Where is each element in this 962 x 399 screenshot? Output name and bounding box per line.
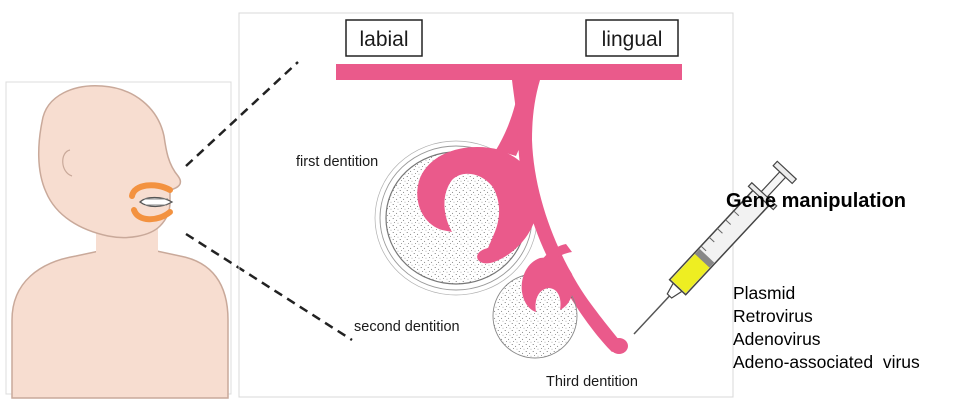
vector-retrovirus: Retrovirus [733, 306, 813, 326]
child-figure [6, 82, 231, 398]
first-dentition-label: first dentition [296, 154, 378, 170]
vector-plasmid: Plasmid [733, 283, 795, 303]
labial-box: labial [346, 20, 422, 56]
vector-aav: Adeno-associated virus [733, 352, 920, 372]
third-dentition-label: Third dentition [546, 374, 638, 390]
lingual-label: lingual [602, 28, 663, 51]
vector-adenovirus: Adenovirus [733, 329, 821, 349]
lingual-box: lingual [586, 20, 678, 56]
syringe-needle [634, 296, 669, 334]
second-dentition-label: second dentition [354, 319, 460, 335]
labial-label: labial [359, 28, 408, 51]
gene-manipulation-title: Gene manipulation [726, 190, 906, 212]
third-dentition-bud [610, 338, 628, 354]
oral-epithelium [336, 64, 682, 80]
first-dentition-germ [375, 80, 538, 295]
